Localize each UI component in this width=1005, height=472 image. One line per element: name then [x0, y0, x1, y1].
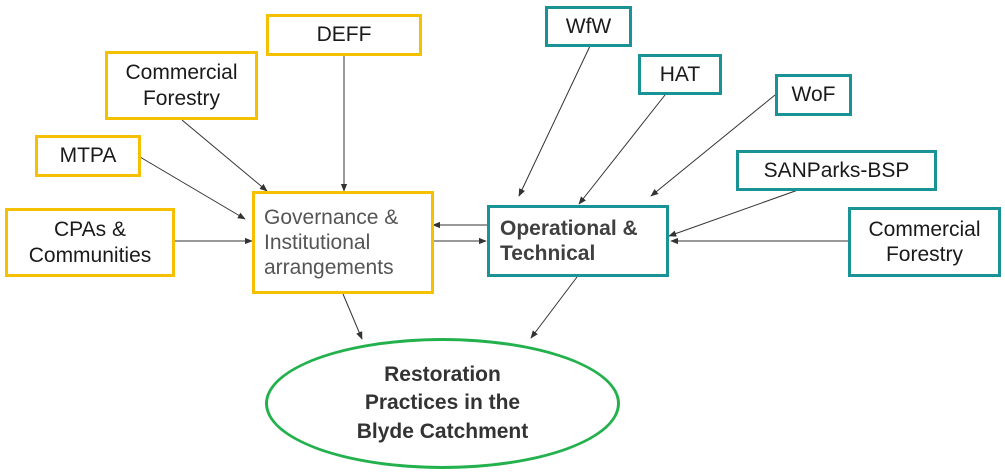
- arrow-wof-to-operational: [650, 94, 776, 197]
- arrow-governance-to-outcome: [342, 293, 363, 340]
- cpas-communities-node: CPAs & Communities: [5, 208, 175, 277]
- deff-node: DEFF: [266, 14, 422, 56]
- arrow-commercial-forestry-to-governance: [181, 119, 268, 192]
- commercial-forestry-node-right: Commercial Forestry: [848, 207, 1001, 277]
- arrow-sanparks-to-operational: [668, 189, 799, 237]
- operational-technical-node: Operational & Technical: [487, 205, 669, 277]
- mtpa-node: MTPA: [35, 135, 141, 177]
- arrow-operational-to-outcome: [530, 276, 578, 339]
- wof-node: WoF: [775, 74, 852, 116]
- arrow-mtpa-to-governance: [139, 156, 246, 220]
- hat-node: HAT: [638, 54, 722, 95]
- restoration-outcome-ellipse: Restoration Practices in the Blyde Catch…: [265, 338, 620, 469]
- arrow-wfw-to-operational: [518, 45, 591, 197]
- wfw-node: WfW: [545, 6, 632, 47]
- commercial-forestry-node-left: Commercial Forestry: [105, 51, 258, 120]
- arrow-hat-to-operational: [578, 94, 666, 205]
- sanparks-bsp-node: SANParks-BSP: [736, 150, 937, 191]
- governance-node: Governance & Institutional arrangements: [252, 191, 434, 294]
